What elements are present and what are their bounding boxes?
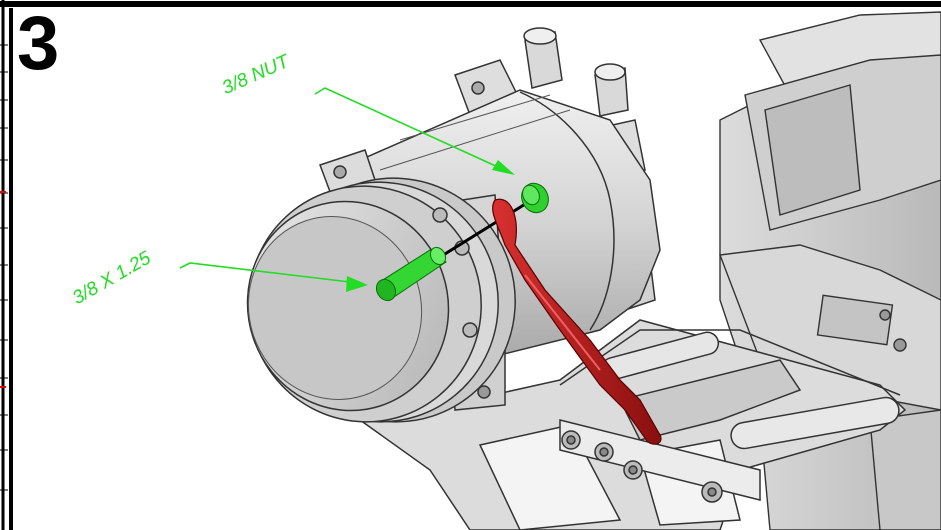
callout-leaders <box>179 87 501 283</box>
adjuster-rod <box>492 198 662 445</box>
nut-3-8 <box>521 182 549 214</box>
step-number: 3 <box>17 1 60 86</box>
bolt-3-8-x-1-25 <box>375 246 447 302</box>
bolt-leader-arrowhead <box>346 276 368 292</box>
nut-leader-arrowhead <box>492 160 515 175</box>
mounting-bracket <box>358 319 907 530</box>
